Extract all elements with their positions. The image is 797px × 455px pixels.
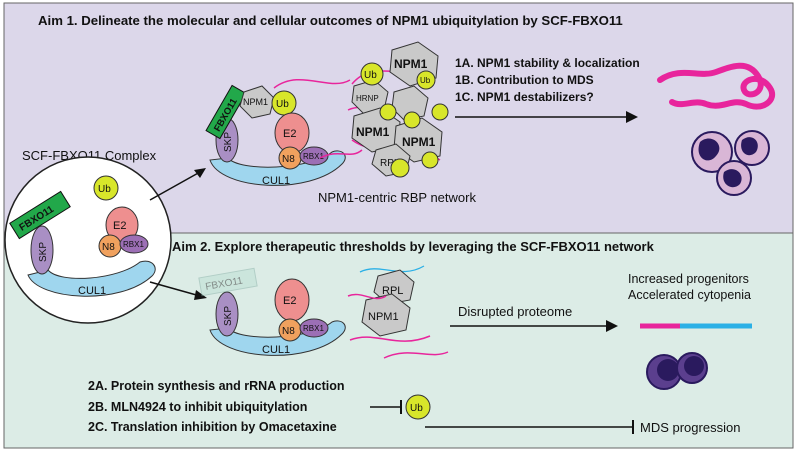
aim1-n8-label: N8 <box>282 154 295 165</box>
aim2-rpl-label: RPL <box>382 285 403 297</box>
aim1-e2-label: E2 <box>283 128 296 140</box>
arrowhead-aim1 <box>194 168 206 178</box>
aim2-cul1-label: CUL1 <box>262 344 290 356</box>
aim2-outcome-1: Increased progenitors <box>628 272 749 286</box>
mds-progression-label: MDS progression <box>640 420 740 435</box>
disrupted-proteome-label: Disrupted proteome <box>458 304 572 319</box>
arrowhead-aim2 <box>194 290 207 300</box>
network-rpl-label: RPL <box>380 158 400 169</box>
rna-squiggle <box>657 62 775 110</box>
complex-label: SCF-FBXO11 Complex <box>22 148 157 163</box>
network-hrnp-label: HRNP <box>356 94 379 103</box>
aim1-cul1-label: CUL1 <box>262 175 290 187</box>
aim2-item-2c: 2C. Translation inhibition by Omacetaxin… <box>88 420 337 434</box>
network-npm1-left-label: NPM1 <box>356 125 390 139</box>
aim1-outcome-1c: 1C. NPM1 destabilizers? <box>455 90 594 104</box>
arrow-to-aim2 <box>149 281 201 297</box>
aim1-ub-label: Ub <box>276 99 289 110</box>
left-rbx1-label: RBX1 <box>123 240 144 249</box>
left-n8-label: N8 <box>102 242 115 253</box>
left-ub-label: Ub <box>98 184 111 195</box>
inhibit-ub-circle <box>405 394 431 420</box>
aim2-cells <box>646 352 708 390</box>
aim1-title: Aim 1. Delineate the molecular and cellu… <box>38 13 623 28</box>
npm1-network: NPM1 HRNP NPM1 NPM1 RPL Ub Ub <box>347 41 449 178</box>
network-npm1-top-label: NPM1 <box>394 57 428 71</box>
aim1-cells <box>691 130 770 196</box>
aim2-result-arrowhead <box>606 320 618 332</box>
network-caption: NPM1-centric RBP network <box>318 190 476 205</box>
aim2-rbx1-label: RBX1 <box>303 324 324 333</box>
aim2-e2-label: E2 <box>283 295 296 307</box>
arrow-to-aim1 <box>149 171 201 201</box>
aim2-title: Aim 2. Explore therapeutic thresholds by… <box>172 239 655 254</box>
aim1-rbx1-label: RBX1 <box>303 152 324 161</box>
aim2-outcome-2: Accelerated cytopenia <box>628 288 751 302</box>
aim2-complex: CUL1 SKP FBXO11 E2 N8 RBX1 <box>198 267 346 356</box>
left-cul1-label: CUL1 <box>78 285 106 297</box>
aim2-n8-label: N8 <box>282 326 295 337</box>
aim1-outcome-1a: 1A. NPM1 stability & localization <box>455 56 640 70</box>
aim1-skp-label: SKP <box>223 132 234 152</box>
aim2-item-2b: 2B. MLN4924 to inhibit ubiquitylation <box>88 400 307 414</box>
aim2-skp-label: SKP <box>223 306 234 326</box>
aim1-npm1-small-label: NPM1 <box>243 97 268 107</box>
aim1-result-arrowhead <box>626 111 638 123</box>
left-skp-label: SKP <box>38 242 49 262</box>
aim1-complex: CUL1 SKP FBXO11 NPM1 Ub E2 N8 RBX1 <box>205 78 363 187</box>
aim2-network: RPL NPM1 <box>347 265 449 359</box>
network-npm1-right-label: NPM1 <box>402 135 436 149</box>
aim2-npm1-label: NPM1 <box>368 311 399 323</box>
network-ub-2-label: Ub <box>420 76 431 85</box>
aim1-outcome-1b: 1B. Contribution to MDS <box>455 73 594 87</box>
left-e2-label: E2 <box>113 220 126 232</box>
network-ub-1-label: Ub <box>364 70 377 81</box>
inhibit-ub-label: Ub <box>410 403 423 414</box>
aim2-item-2a: 2A. Protein synthesis and rRNA productio… <box>88 379 345 393</box>
